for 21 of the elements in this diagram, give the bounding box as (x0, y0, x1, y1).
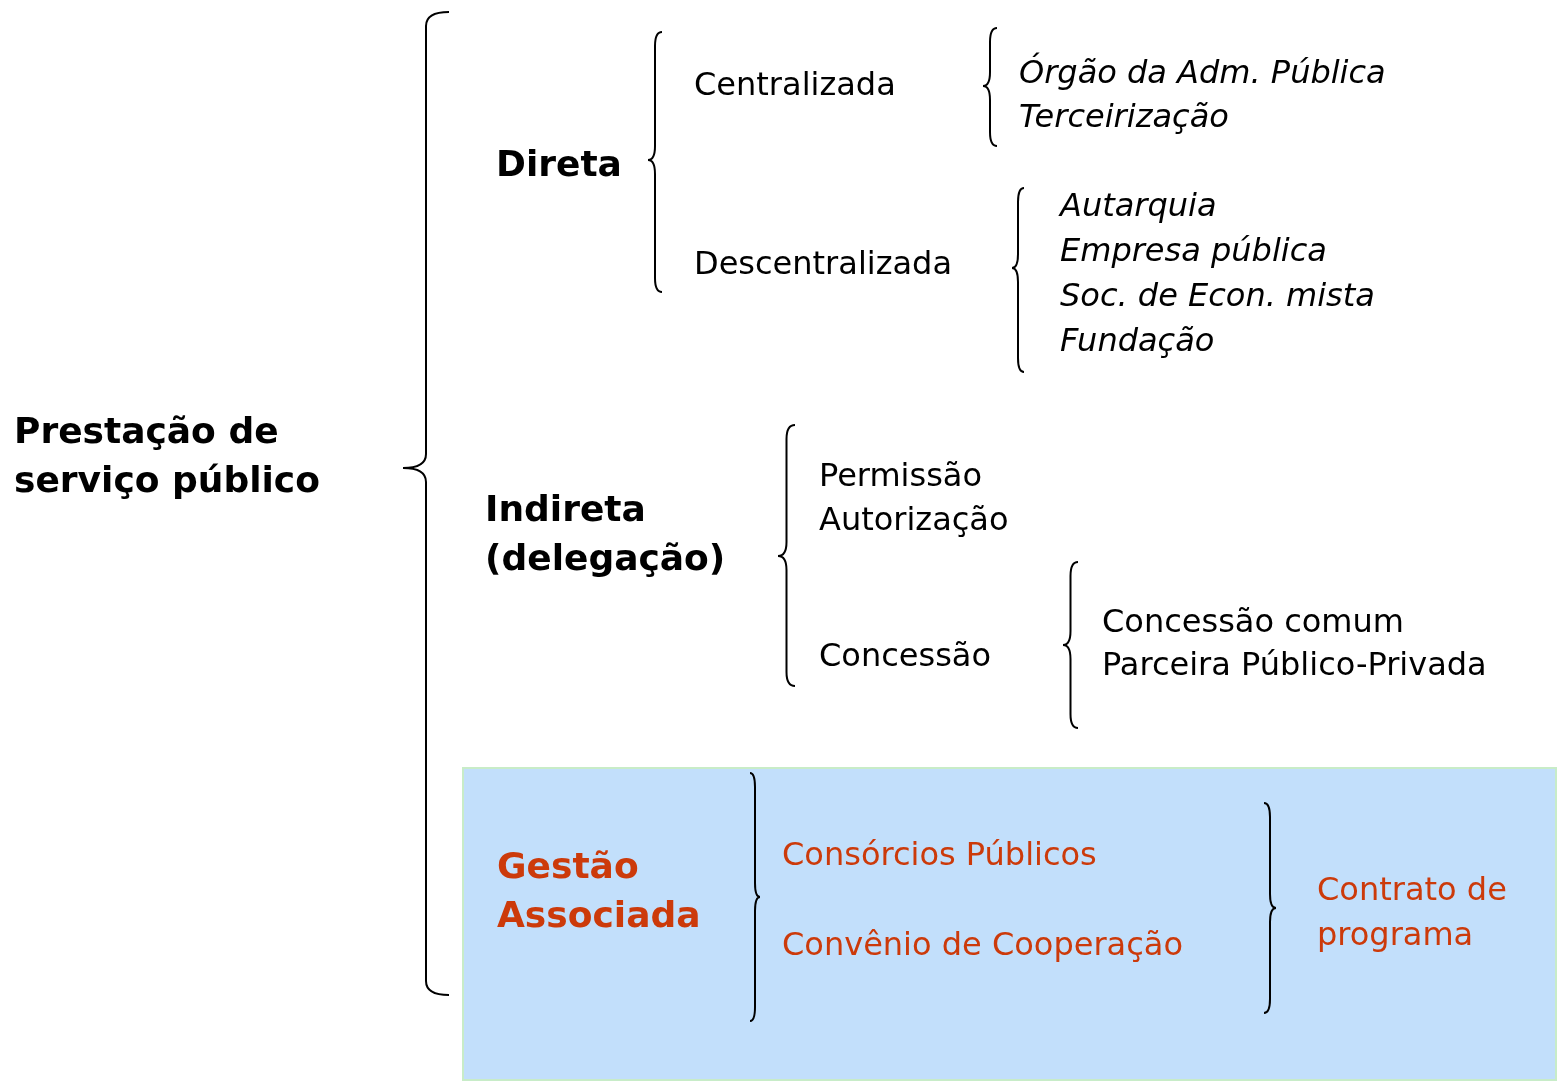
item-text: Consórcios Públicos (782, 835, 1097, 873)
branch-heading: Gestão Associada (497, 844, 702, 937)
item-text: Órgão da Adm. Pública (1019, 53, 1386, 91)
branch-heading: Indireta (delegação) (485, 487, 727, 580)
item-text: Concessão comum (1102, 602, 1404, 640)
item-text: Descentralizada (694, 244, 952, 282)
item-text: Concessão (819, 636, 991, 674)
item-text: Permissão (819, 456, 983, 494)
item-text: Centralizada (694, 65, 896, 103)
root-heading: Prestação de serviço público (14, 409, 321, 502)
item-text: Fundação (1060, 321, 1215, 359)
item-text: Soc. de Econ. mista (1060, 276, 1375, 314)
item-text: Terceirização (1019, 97, 1229, 135)
item-text: Convênio de Cooperação (782, 925, 1183, 963)
result-text: Contrato de programa (1317, 869, 1508, 955)
item-text: Empresa pública (1060, 231, 1327, 269)
item-text: Parceira Público-Privada (1102, 645, 1487, 683)
highlight-panel (462, 767, 1557, 1081)
item-text: Autarquia (1060, 186, 1217, 224)
branch-heading: Direta (496, 142, 622, 186)
item-text: Autorização (819, 500, 1009, 538)
